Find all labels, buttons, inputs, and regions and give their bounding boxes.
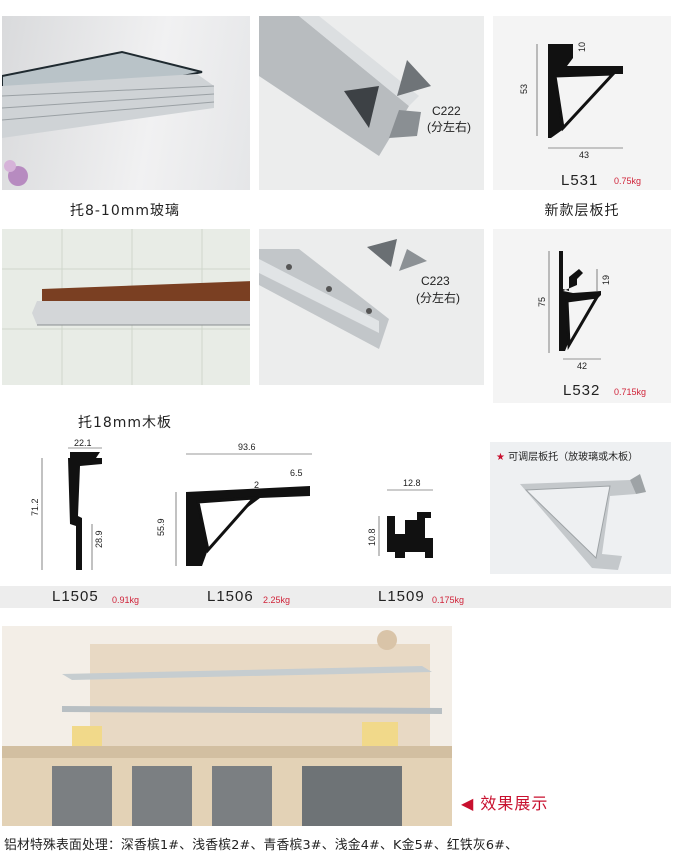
svg-text:22.1: 22.1 — [74, 438, 92, 448]
svg-text:43: 43 — [579, 150, 589, 160]
svg-text:6.5: 6.5 — [290, 468, 303, 478]
svg-text:93.6: 93.6 — [238, 442, 256, 452]
adjustable-title: 可调层板托（放玻璃或木板） — [508, 452, 639, 463]
showcase-text: 效果展示 — [480, 794, 549, 813]
svg-text:75: 75 — [537, 297, 547, 307]
l531-drawing: 53 10 43 — [519, 42, 623, 160]
c223-profile-photo — [259, 229, 484, 385]
l1506-weight: 2.25kg — [263, 595, 291, 605]
model-label-bar — [0, 586, 671, 608]
l1509-drawing: 12.8 10.8 — [367, 478, 433, 558]
l531-card: 53 10 43 L531 0.75kg — [493, 16, 671, 190]
showcase-photo — [2, 626, 452, 826]
svg-text:53: 53 — [519, 84, 529, 94]
l532-weight: 0.715kg — [614, 387, 647, 397]
wood-shelf-photo — [2, 229, 250, 385]
svg-text:10.8: 10.8 — [367, 528, 377, 546]
l1509-model: L1509 — [378, 588, 425, 605]
c222-code: C222 — [432, 104, 461, 118]
l532-drawing: 75 19 42 — [537, 251, 611, 371]
c222-profile-photo — [259, 16, 484, 190]
caption-new-bracket: 新款层板托 — [544, 203, 620, 219]
caption-glass: 托8-10mm玻璃 — [69, 203, 181, 219]
svg-text:2: 2 — [254, 480, 259, 490]
c222-sub: (分左右) — [427, 120, 471, 134]
l532-card: 75 19 42 L532 0.715kg — [493, 229, 671, 403]
l532-model: L532 — [563, 382, 601, 399]
glass-shelf-photo — [2, 16, 250, 190]
l1505-model: L1505 — [52, 588, 99, 605]
l531-weight: 0.75kg — [614, 176, 642, 186]
star-icon: ★ — [496, 452, 505, 463]
svg-text:19: 19 — [601, 275, 611, 285]
c223-code: C223 — [421, 274, 450, 288]
c223-illustration — [259, 239, 427, 349]
c223-sub: (分左右) — [416, 291, 460, 305]
surface-finish-text: 铝材特殊表面处理：深香槟1#、浅香槟2#、青香槟3#、浅金4#、K金5#、红铁灰… — [4, 838, 519, 853]
svg-text:71.2: 71.2 — [30, 498, 40, 516]
l1505-drawing: 22.1 71.2 28.9 — [30, 438, 104, 570]
glass-shelf-illustration — [2, 50, 215, 186]
adjustable-bracket-illustration — [520, 474, 646, 570]
arrow-left-icon: ◀ — [461, 794, 475, 813]
caption-wood: 托18mm木板 — [77, 415, 173, 431]
showcase-label: ◀ 效果展示 — [461, 790, 548, 814]
adjustable-bracket-card: ★ 可调层板托（放玻璃或木板） — [490, 442, 671, 574]
svg-text:42: 42 — [577, 361, 587, 371]
svg-text:28.9: 28.9 — [94, 530, 104, 548]
wood-shelf-illustration — [2, 229, 250, 385]
l1505-weight: 0.91kg — [112, 595, 140, 605]
l531-model: L531 — [561, 172, 599, 189]
svg-text:55.9: 55.9 — [156, 518, 166, 536]
l1506-model: L1506 — [207, 588, 254, 605]
l1509-weight: 0.175kg — [432, 595, 465, 605]
svg-text:12.8: 12.8 — [403, 478, 421, 488]
showcase-illustration — [2, 626, 452, 826]
l1506-drawing: 93.6 6.5 2 55.9 — [156, 442, 312, 566]
c222-illustration — [259, 16, 431, 156]
svg-text:10: 10 — [577, 42, 587, 52]
